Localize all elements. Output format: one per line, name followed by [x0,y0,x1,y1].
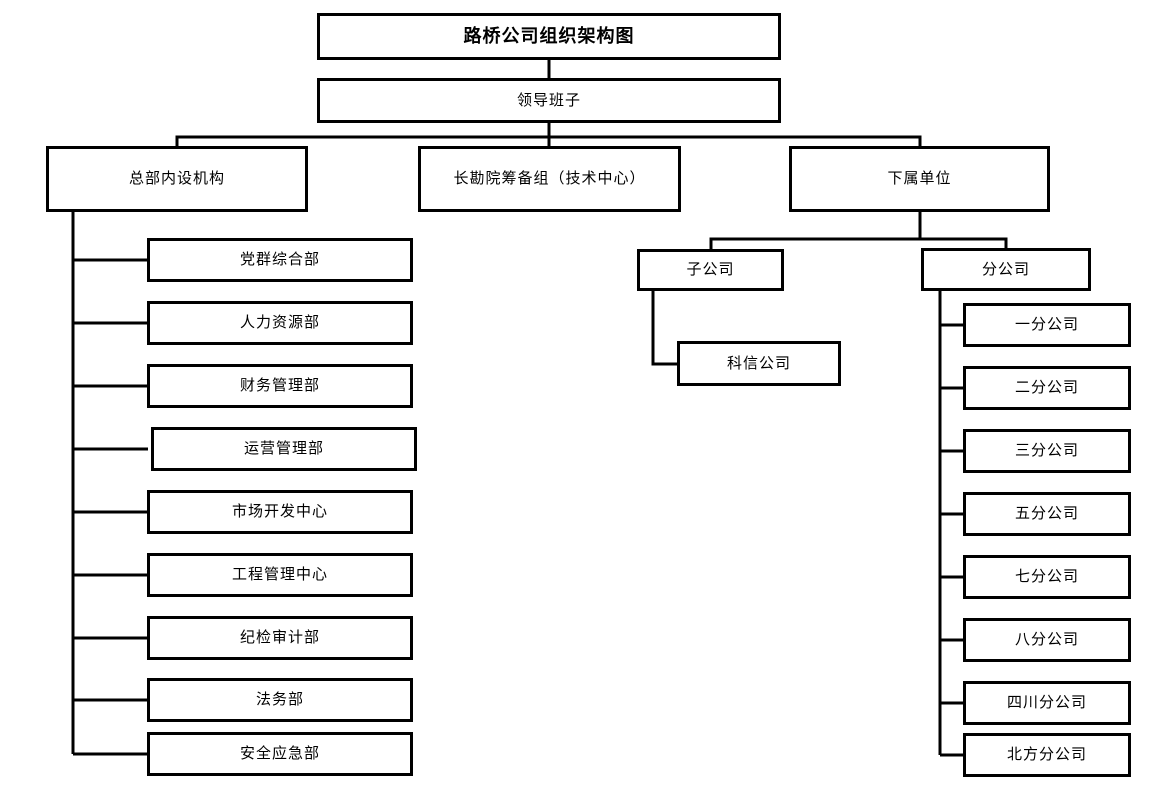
org-node-dept-party-masses: 党群综合部 [147,238,413,282]
org-node-hq-internal: 总部内设机构 [46,146,308,212]
org-node-tech-center: 长勘院筹备组（技术中心） [418,146,681,212]
org-node-branch-2: 二分公司 [963,366,1131,410]
org-node-dept-human-resources: 人力资源部 [147,301,413,345]
org-node-dept-legal: 法务部 [147,678,413,722]
org-node-dept-engineering-management: 工程管理中心 [147,553,413,597]
org-node-title: 路桥公司组织架构图 [317,13,781,60]
org-node-dept-operations: 运营管理部 [151,427,417,471]
org-node-subsidiary: 子公司 [637,249,784,291]
org-node-branch-north: 北方分公司 [963,733,1131,777]
org-node-leadership: 领导班子 [317,78,781,123]
org-node-branch-1: 一分公司 [963,303,1131,347]
org-node-dept-finance: 财务管理部 [147,364,413,408]
org-node-dept-discipline-audit: 纪检审计部 [147,616,413,660]
org-node-branch-sichuan: 四川分公司 [963,681,1131,725]
org-node-subordinate-units: 下属单位 [789,146,1050,212]
org-node-branch-5: 五分公司 [963,492,1131,536]
org-node-branch-8: 八分公司 [963,618,1131,662]
org-node-branch-7: 七分公司 [963,555,1131,599]
org-node-branch-3: 三分公司 [963,429,1131,473]
org-node-kexin-company: 科信公司 [677,341,841,386]
org-node-dept-safety-emergency: 安全应急部 [147,732,413,776]
org-node-dept-market-development: 市场开发中心 [147,490,413,534]
org-node-branch: 分公司 [921,248,1091,291]
